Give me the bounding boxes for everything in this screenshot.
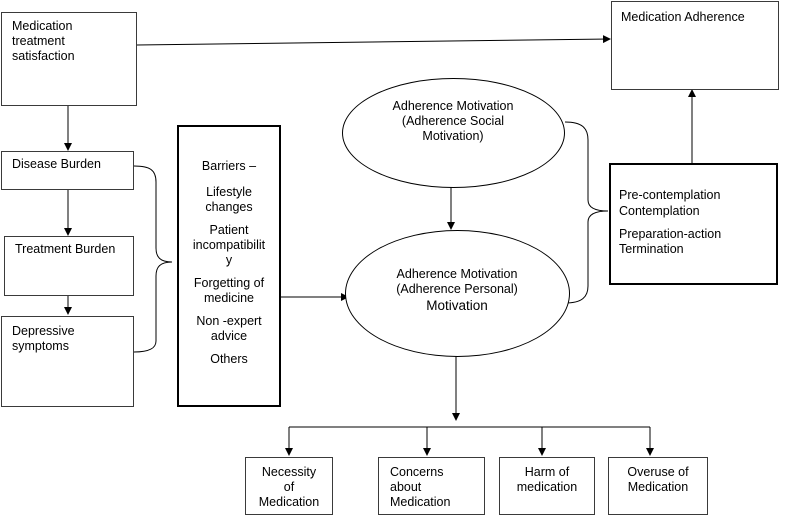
node-label: Medication Adherence bbox=[621, 10, 745, 24]
node-label-line: satisfaction bbox=[12, 49, 75, 63]
bracket-right-motivation bbox=[564, 121, 609, 304]
node-label-line: of bbox=[283, 480, 295, 494]
node-label-line: Harm of bbox=[524, 465, 570, 479]
barrier-item-line: Patient bbox=[209, 223, 249, 237]
node-social-motivation: Adherence Motivation (Adherence Social M… bbox=[342, 78, 565, 188]
node-label-line: (Adherence Social bbox=[401, 114, 505, 128]
barriers-title: Barriers – bbox=[201, 159, 257, 173]
node-barriers: Barriers – Lifestyle changes Patient inc… bbox=[177, 125, 281, 407]
barrier-item-line: y bbox=[225, 253, 233, 267]
node-stages-of-change: Pre-contemplation Contemplation Preparat… bbox=[609, 163, 778, 285]
node-label-line: Medication bbox=[12, 19, 73, 33]
node-harm-of-medication: Harm of medication bbox=[499, 457, 595, 515]
node-label-line: Medication bbox=[258, 495, 320, 509]
barrier-item-line: changes bbox=[205, 200, 253, 214]
stage-label: Pre-contemplation bbox=[619, 188, 721, 202]
node-label-line: Necessity bbox=[261, 465, 317, 479]
node-label-line: Concerns bbox=[390, 465, 444, 479]
node-label-line: Adherence Motivation bbox=[396, 267, 518, 281]
node-label: Treatment Burden bbox=[15, 242, 116, 256]
node-label-line: Medication bbox=[390, 495, 451, 509]
bracket-left-burdens bbox=[133, 165, 173, 353]
node-label-line: Overuse of bbox=[627, 465, 689, 479]
stage-label: Preparation-action bbox=[619, 227, 722, 241]
node-label-line: Depressive bbox=[12, 324, 75, 338]
node-label-line: (Adherence Personal) bbox=[396, 282, 518, 296]
node-label-line: Adherence Motivation bbox=[392, 99, 514, 113]
node-label-line: Motivation bbox=[426, 298, 488, 313]
node-label-line: medication bbox=[516, 480, 578, 494]
barrier-item-line: incompatibilit bbox=[192, 238, 266, 252]
node-label: Disease Burden bbox=[12, 157, 101, 171]
node-label-line: symptoms bbox=[12, 339, 69, 353]
node-concerns-about-medication: Concerns about Medication bbox=[378, 457, 485, 515]
barrier-item-line: Others bbox=[210, 352, 248, 366]
barrier-item-line: medicine bbox=[203, 291, 255, 305]
node-treatment-burden: Treatment Burden bbox=[4, 236, 134, 296]
barrier-item-line: Non -expert bbox=[196, 314, 262, 328]
node-label-line: about bbox=[390, 480, 422, 494]
node-personal-motivation: Adherence Motivation (Adherence Personal… bbox=[345, 230, 570, 357]
node-label-line: Medication bbox=[627, 480, 689, 494]
node-treatment-satisfaction: Medication treatment satisfaction bbox=[1, 12, 137, 106]
node-label-line: treatment bbox=[12, 34, 65, 48]
barrier-item-line: Forgetting of bbox=[193, 276, 265, 290]
barrier-item-line: advice bbox=[210, 329, 248, 343]
node-label-line: Motivation) bbox=[422, 129, 484, 143]
node-medication-adherence: Medication Adherence bbox=[611, 1, 779, 90]
stage-label: Contemplation bbox=[619, 204, 700, 218]
barrier-item-line: Lifestyle bbox=[206, 185, 252, 199]
node-depressive-symptoms: Depressive symptoms bbox=[1, 316, 134, 407]
node-overuse-of-medication: Overuse of Medication bbox=[608, 457, 708, 515]
stage-label: Termination bbox=[619, 242, 684, 256]
node-necessity-of-medication: Necessity of Medication bbox=[245, 457, 333, 515]
arrow-satisfaction-to-adherence bbox=[136, 35, 611, 46]
node-disease-burden: Disease Burden bbox=[1, 151, 134, 190]
